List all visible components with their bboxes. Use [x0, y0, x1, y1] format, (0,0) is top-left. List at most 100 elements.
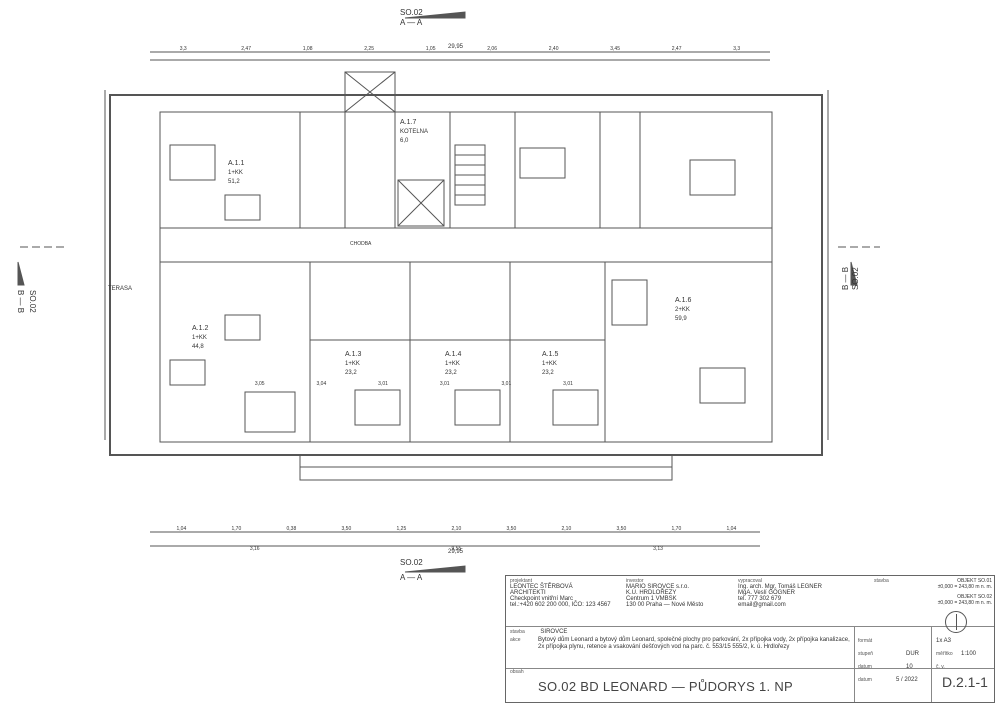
section-left-sub: B — B [16, 290, 25, 313]
vypracoval-mail: email@gmail.com [738, 602, 786, 608]
dim-bottom-segment: 3,50 [507, 526, 517, 532]
room-a11: A.1.1 1+KK 51,2 [228, 160, 244, 185]
svg-text:A.1.7: A.1.7 [400, 119, 416, 126]
dim-top-segment: 3,3 [733, 46, 740, 52]
projektant-tel: tel.:+420 602 200 000, IČO: 123 4567 [510, 602, 611, 608]
drawing-title: SO.02 BD LEONARD — PŮDORYS 1. NP [538, 679, 793, 694]
projektant-label: projektant [510, 578, 532, 584]
dim-bottom-row2: 3,13 [653, 546, 663, 552]
room-a13: A.1.3 1+KK 23,2 [345, 351, 361, 376]
rev-value: 10 [906, 664, 913, 670]
date-value: 5 / 2022 [896, 677, 918, 683]
investor-line2: K.Ú. HRDLOŘEZY [626, 590, 677, 596]
dim-top-total: 29,95 [448, 44, 464, 50]
dim-top-segment: 2,40 [549, 46, 559, 52]
stavba-value: SIROVCE [540, 629, 568, 635]
dim-bottom-segment: 1,04 [727, 526, 737, 532]
dim-top-segment: 2,25 [364, 46, 374, 52]
room-a16: A.1.6 2+KK 59,9 [675, 297, 691, 322]
svg-text:A.1.4: A.1.4 [445, 351, 461, 358]
svg-text:2+KK: 2+KK [675, 307, 690, 313]
svg-text:A.1.1: A.1.1 [228, 160, 244, 167]
label-chodba: CHODBA [350, 241, 372, 247]
scale-label: měřítko [936, 651, 953, 657]
svg-text:6,0: 6,0 [400, 138, 409, 144]
dim-inner: 3,01 [502, 381, 512, 387]
investor-line3: Centrum 1 VMBSK [626, 596, 677, 602]
dim-top-segment: 3,3 [180, 46, 187, 52]
dim-bottom-segment: 2,10 [452, 526, 462, 532]
dim-bottom-total: 29,95 [448, 549, 464, 555]
section-bottom-sub: A — A [400, 573, 423, 582]
svg-text:59,9: 59,9 [675, 316, 687, 322]
investor-label: investor [626, 578, 644, 584]
section-left-label: SO.02 [28, 290, 37, 313]
svg-text:51,2: 51,2 [228, 179, 240, 185]
dim-inner: 3,04 [317, 381, 327, 387]
obj-height-1: ±0,000 = 243,80 m n. m. [937, 584, 992, 590]
stavba-label: stavba [874, 578, 889, 584]
svg-text:A.1.6: A.1.6 [675, 297, 691, 304]
rev-label: datum [858, 664, 872, 670]
title-block: projektant LEONTEC ŠTĚRBOVÁ ARCHITEKTI C… [505, 575, 995, 703]
vypracoval-name: Ing. arch. Mgr. Tomáš LEGNER [738, 584, 822, 590]
svg-text:1+KK: 1+KK [542, 361, 557, 367]
dim-inner: 3,01 [563, 381, 573, 387]
outer-wall [109, 94, 823, 456]
investor-name: MARIO SIROVCE s.r.o. [626, 584, 690, 590]
svg-text:1+KK: 1+KK [192, 335, 207, 341]
room-a14: A.1.4 1+KK 23,2 [445, 351, 461, 376]
projektant-addr: Checkpoint vnitřní Marc [510, 596, 574, 602]
svg-text:A.1.5: A.1.5 [542, 351, 558, 358]
svg-text:1+KK: 1+KK [228, 170, 243, 176]
room-a12: A.1.2 1+KK 44,8 [192, 325, 208, 350]
vykres-label: obsah [510, 669, 524, 675]
dim-inner: 3,01 [440, 381, 450, 387]
projektant-sub: ARCHITEKTI [510, 590, 546, 596]
svg-text:A.1.3: A.1.3 [345, 351, 361, 358]
dim-inner: 3,01 [378, 381, 388, 387]
date-label: datum [858, 677, 872, 683]
svg-text:44,8: 44,8 [192, 344, 204, 350]
akce-value: Bytový dům Leonard a bytový dům Leonard,… [538, 637, 850, 650]
dim-bottom-row2: 3,16 [250, 546, 260, 552]
dim-top-segment: 2,47 [672, 46, 682, 52]
obj-code-2: OBJEKT SO.02 [957, 594, 992, 600]
dim-top-segment: 1,08 [303, 46, 313, 52]
label-terasa: TERASA [108, 286, 132, 292]
stage-label: stupeň [858, 651, 874, 657]
svg-text:1+KK: 1+KK [345, 361, 360, 367]
vypracoval-label: vypracoval [738, 578, 762, 584]
dim-bottom-segment: 1,25 [397, 526, 407, 532]
akce-label: akce [510, 637, 521, 643]
dim-bottom-segment: 1,70 [232, 526, 242, 532]
svg-text:23,2: 23,2 [345, 370, 357, 376]
section-top-label: SO.02 [400, 8, 423, 17]
vypracoval-tel: tel. 777 302 679 [738, 596, 782, 602]
svg-text:23,2: 23,2 [445, 370, 457, 376]
stavba-label-2: stavba [510, 629, 525, 635]
dim-top-segment: 3,45 [610, 46, 620, 52]
num-label: č. v. [936, 664, 945, 670]
investor-line4: 130 00 Praha — Nové Město [626, 602, 704, 608]
stage-value: DUR [906, 651, 919, 657]
dim-bottom-segment: 3,50 [617, 526, 627, 532]
svg-text:A.1.2: A.1.2 [192, 325, 208, 332]
dim-bottom-segment: 2,10 [562, 526, 572, 532]
drawing-number: D.2.1-1 [942, 674, 988, 690]
dim-bottom-segment: 1,04 [177, 526, 187, 532]
svg-text:23,2: 23,2 [542, 370, 554, 376]
dim-bottom-segment: 3,50 [342, 526, 352, 532]
dim-top-segment: 2,06 [487, 46, 497, 52]
dim-bottom-segment: 0,38 [287, 526, 297, 532]
vypracoval-line2: MgA. Veslí GÖGNER [738, 590, 796, 596]
dim-inner: 3,05 [255, 381, 265, 387]
obj-code-1: OBJEKT SO.01 [957, 578, 992, 584]
format-label: formát [858, 638, 873, 644]
dim-top-segment: 1,05 [426, 46, 436, 52]
dim-top-segment: 2,47 [241, 46, 251, 52]
dim-bottom-row2: 9,55 [452, 546, 462, 552]
north-arrow-icon [945, 611, 967, 633]
dim-bottom-segment: 1,70 [672, 526, 682, 532]
